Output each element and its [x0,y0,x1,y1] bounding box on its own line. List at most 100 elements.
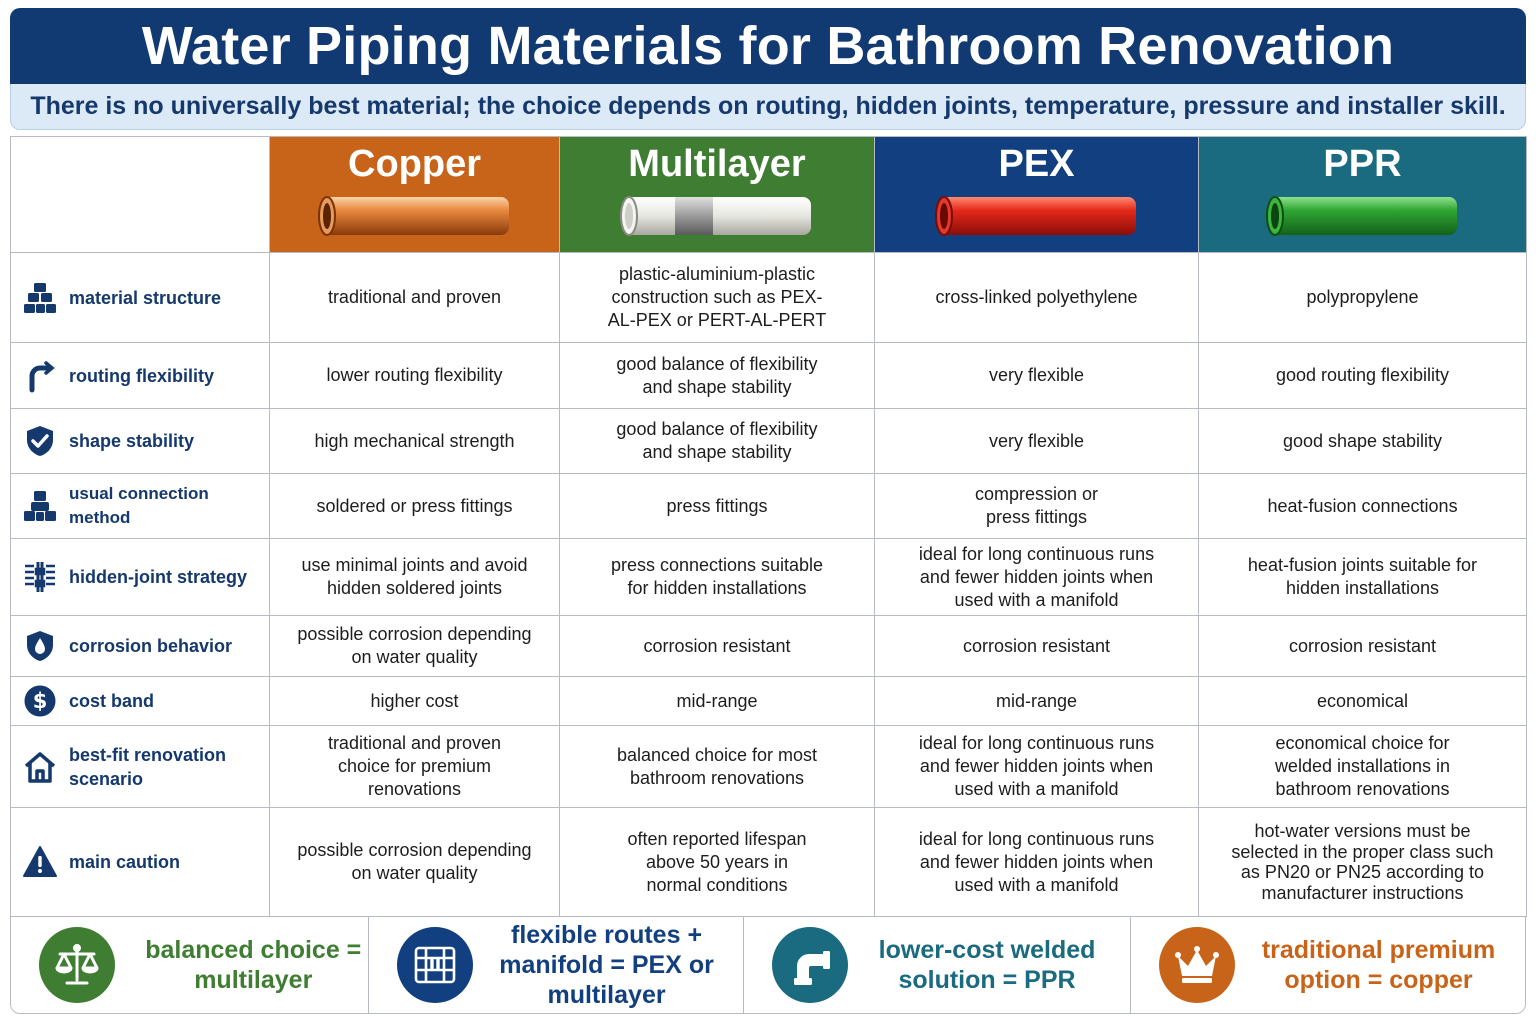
cell-copper: lower routing flexibility [269,342,560,409]
fitting-icon [24,491,56,521]
ppr-pipe-icon [1265,196,1457,236]
cell-ppr: hot-water versions must be selected in t… [1198,807,1527,917]
cell-pex: ideal for long continuous runs and fewer… [874,807,1199,917]
table-row: main caution possible corrosion dependin… [10,807,1527,917]
header-pex: PEX [874,136,1199,253]
header-ppr: PPR [1198,136,1527,253]
table-row: usual connection method soldered or pres… [10,473,1527,539]
row-header: best-fit renovation scenario [10,725,270,808]
row-label: corrosion behavior [69,636,233,656]
bent-pipe-icon [29,360,55,392]
cell-multilayer: good balance of flexibility and shape st… [559,342,875,409]
cell-multilayer: balanced choice for most bathroom renova… [559,725,875,808]
cell-pex: cross-linked polyethylene [874,252,1199,343]
cell-ppr: polypropylene [1198,252,1527,343]
table-row: material structure traditional and prove… [10,252,1527,343]
footer-panel-lowcost: lower-cost welded solution = PPR [744,917,1131,1013]
table-row: best-fit renovation scenario traditional… [10,725,1527,808]
title-bar: Water Piping Materials for Bathroom Reno… [10,8,1526,84]
footer-text-lowcost: lower-cost welded solution = PPR [878,936,1096,994]
cell-multilayer: corrosion resistant [559,615,875,677]
footer-panel-premium: traditional premium option = copper [1131,917,1525,1013]
cell-pex: ideal for long continuous runs and fewer… [874,538,1199,616]
warning-icon [23,846,57,877]
table-row: hidden-joint strategy use minimal joints… [10,538,1527,616]
cell-pex: mid-range [874,676,1199,726]
cell-copper: high mechanical strength [269,408,560,474]
cell-multilayer: often reported lifespan above 50 years i… [559,807,875,917]
pex-pipe-icon [934,196,1136,236]
footer-panel-flexible: flexible routes + manifold = PEX or mult… [369,917,745,1013]
material-name-copper: Copper [348,143,481,185]
blocks-icon [24,282,56,313]
footer-summary: balanced choice = multilayer flexible ro… [10,916,1526,1014]
cell-ppr: heat-fusion joints suitable for hidden i… [1198,538,1527,616]
row-label: material structure [69,287,222,308]
dollar-icon: $ [24,685,56,717]
cell-multilayer: plastic-aluminium-plastic construction s… [559,252,875,343]
cell-copper: possible corrosion depending on water qu… [269,807,560,917]
copper-pipe-icon [317,196,509,236]
row-label: best-fit renovation scenario [69,744,227,789]
header-copper: Copper [269,136,560,253]
subtitle-bar: There is no universally best material; t… [10,84,1526,130]
cell-copper: possible corrosion depending on water qu… [269,615,560,677]
cell-multilayer: good balance of flexibility and shape st… [559,408,875,474]
table-row: routing flexibility lower routing flexib… [10,342,1527,409]
row-header: material structure [10,252,270,343]
page-subtitle: There is no universally best material; t… [30,92,1506,120]
footer-text-premium: traditional premium option = copper [1261,936,1496,994]
house-icon [24,751,56,783]
shield-drop-icon [27,631,53,661]
row-label: usual connection method [69,484,209,527]
footer-panel-balanced: balanced choice = multilayer [11,917,369,1013]
row-header: $ cost band [10,676,270,726]
row-label: hidden-joint strategy [69,567,248,587]
cell-pex: ideal for long continuous runs and fewer… [874,725,1199,808]
manifold-icon [396,927,473,1003]
cell-pex: very flexible [874,342,1199,409]
cell-pex: compression or press fittings [874,473,1199,539]
table-row: corrosion behavior possible corrosion de… [10,615,1527,677]
corner-cell [10,136,270,253]
cell-ppr: good routing flexibility [1198,342,1527,409]
cell-multilayer: press fittings [559,473,875,539]
material-name-pex: PEX [998,143,1075,185]
cell-copper: higher cost [269,676,560,726]
cell-copper: traditional and proven choice for premiu… [269,725,560,808]
multilayer-pipe-icon [620,196,811,236]
footer-text-flexible: flexible routes + manifold = PEX or mult… [499,921,714,1009]
cell-ppr: economical [1198,676,1527,726]
cell-copper: use minimal joints and avoid hidden sold… [269,538,560,616]
row-header: corrosion behavior [10,615,270,677]
comparison-table: Copper Multilayer PEX [10,136,1527,917]
cell-copper: traditional and proven [269,252,560,343]
header-multilayer: Multilayer [559,136,875,253]
row-label: routing flexibility [69,365,215,386]
scale-icon [39,927,115,1003]
row-header: shape stability [10,408,270,474]
header-row: Copper Multilayer PEX [10,136,1527,253]
material-name-multilayer: Multilayer [628,143,806,185]
row-header: usual connection method [10,473,270,539]
table-row: $ cost band higher cost mid-range mid-ra… [10,676,1527,726]
cell-pex: very flexible [874,408,1199,474]
cell-ppr: heat-fusion connections [1198,473,1527,539]
cell-ppr: economical choice for welded installatio… [1198,725,1527,808]
row-header: routing flexibility [10,342,270,409]
cell-ppr: good shape stability [1198,408,1527,474]
row-label: shape stability [69,431,195,451]
wall-pipes-icon [25,562,55,592]
page-title: Water Piping Materials for Bathroom Reno… [141,16,1395,76]
crown-icon [1158,927,1235,1003]
cell-copper: soldered or press fittings [269,473,560,539]
row-header: hidden-joint strategy [10,538,270,616]
cell-ppr: corrosion resistant [1198,615,1527,677]
footer-text-balanced: balanced choice = multilayer [145,936,362,994]
table-row: shape stability high mechanical strength… [10,408,1527,474]
cell-multilayer: mid-range [559,676,875,726]
cell-multilayer: press connections suitable for hidden in… [559,538,875,616]
row-header: main caution [10,807,270,917]
row-label: main caution [69,852,181,872]
cell-pex: corrosion resistant [874,615,1199,677]
